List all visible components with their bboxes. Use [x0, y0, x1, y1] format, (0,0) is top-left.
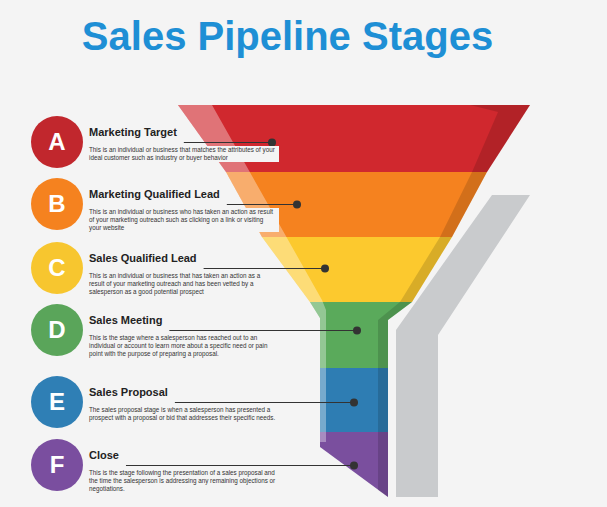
- stage-item: E Sales ProposalThe sales proposal stage …: [31, 376, 311, 436]
- stage-letter: D: [48, 316, 65, 344]
- leader-line: [184, 142, 272, 143]
- funnel-band: [320, 432, 388, 497]
- leader-line: [169, 330, 357, 331]
- stage-letter: E: [49, 388, 65, 416]
- stage-letter: B: [48, 190, 65, 218]
- stage-circle: F: [31, 439, 83, 491]
- stage-heading: Close: [87, 449, 121, 462]
- diagram-title: Sales Pipeline Stages: [0, 14, 575, 59]
- stage-circle: A: [31, 116, 83, 168]
- stage-circle: D: [31, 304, 83, 356]
- leader-dot: [293, 201, 301, 209]
- leader-dot: [350, 462, 358, 470]
- stage-letter: C: [48, 254, 65, 282]
- stage-description: The sales proposal stage is when a sales…: [87, 406, 279, 422]
- leader-dot: [353, 327, 361, 335]
- leader-line: [204, 268, 325, 269]
- leader-line: [126, 465, 354, 466]
- stage-heading: Marketing Target: [87, 126, 179, 139]
- stage-item: B Marketing Qualified LeadThis is an indi…: [31, 178, 311, 238]
- leader-dot: [350, 399, 358, 407]
- stage-item: F CloseThis is the stage following the pr…: [31, 439, 311, 499]
- stage-description: This is the stage following the presenta…: [87, 469, 279, 493]
- leader-line: [175, 402, 354, 403]
- stage-circle: C: [31, 242, 83, 294]
- funnel-band: [320, 368, 388, 432]
- stage-item: D Sales MeetingThis is the stage where a …: [31, 304, 311, 364]
- leader-line: [227, 204, 297, 205]
- stage-description: This is an individual or business that h…: [87, 272, 279, 296]
- funnel-shade: [378, 105, 530, 497]
- stage-heading: Marketing Qualified Lead: [87, 188, 222, 201]
- leader-dot: [321, 265, 329, 273]
- stage-item: C Sales Qualified LeadThis is an individu…: [31, 242, 311, 302]
- stage-letter: F: [50, 451, 65, 479]
- stage-description: This is an individual or business who ha…: [87, 208, 279, 232]
- stage-heading: Sales Qualified Lead: [87, 252, 199, 265]
- stage-item: A Marketing TargetThis is an individual o…: [31, 116, 311, 176]
- stage-heading: Sales Proposal: [87, 386, 170, 399]
- stage-circle: E: [31, 376, 83, 428]
- stage-description: This is the stage where a salesperson ha…: [87, 334, 279, 358]
- stage-heading: Sales Meeting: [87, 314, 164, 327]
- stage-circle: B: [31, 178, 83, 230]
- stage-description: This is an individual or business that m…: [87, 146, 279, 162]
- stage-letter: A: [48, 128, 65, 156]
